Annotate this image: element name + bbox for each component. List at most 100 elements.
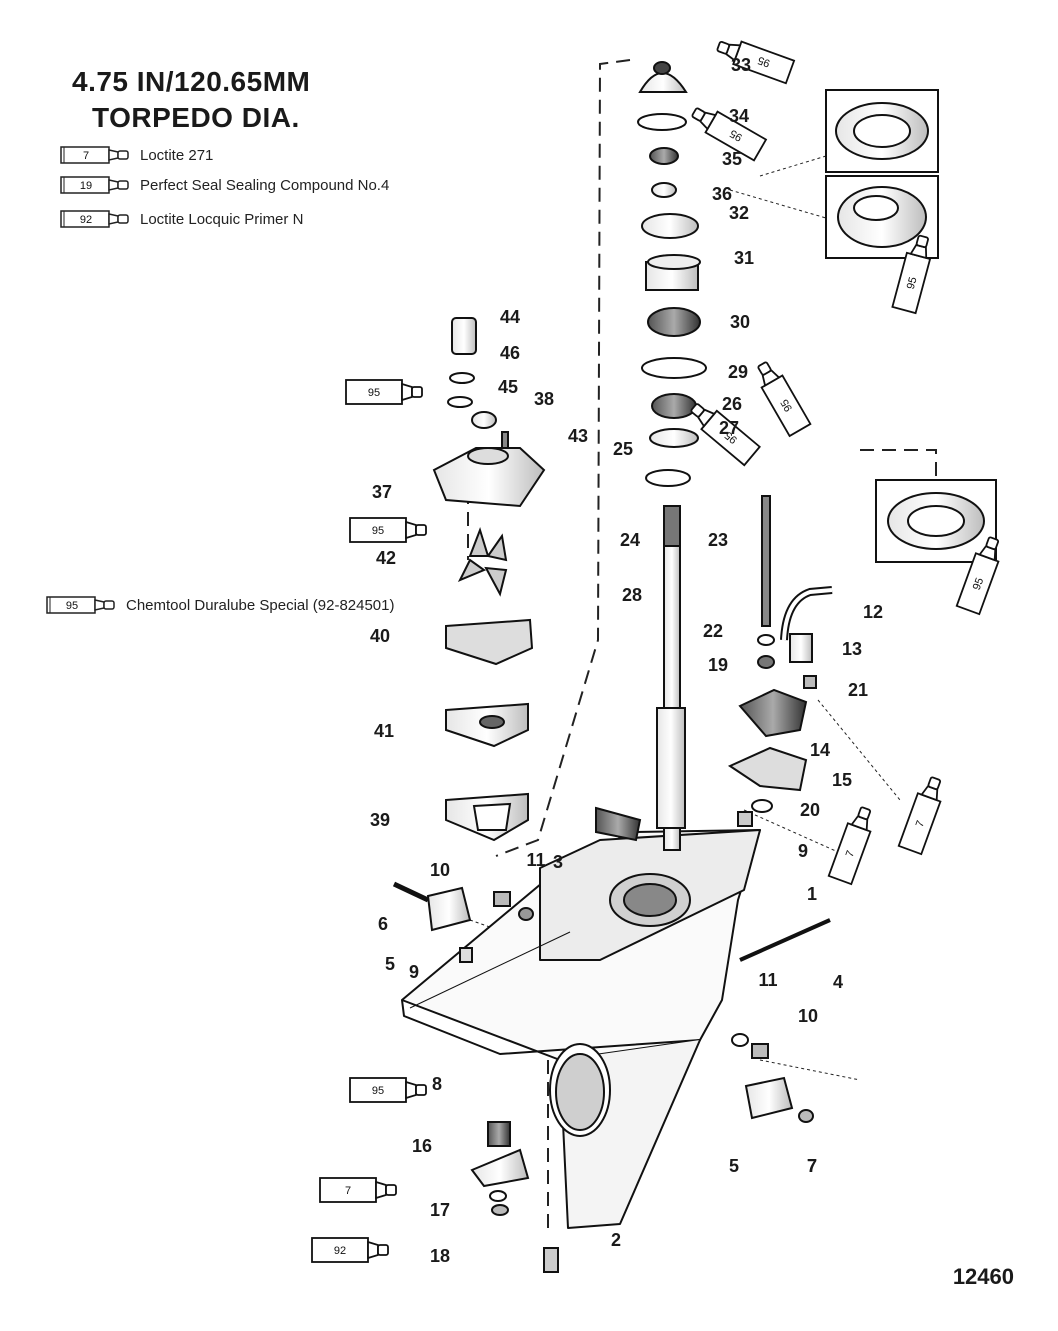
shift-components	[727, 495, 833, 827]
part-label-19: 19	[708, 655, 728, 675]
part-label-22: 22	[703, 621, 723, 641]
part-label-7: 7	[807, 1156, 817, 1176]
sealant-tube-icon: 19	[60, 176, 129, 194]
part-label-11: 11	[758, 970, 777, 990]
part-label-30: 30	[730, 312, 750, 332]
part-label-24: 24	[620, 530, 640, 550]
part-label-18: 18	[430, 1246, 450, 1266]
part-label-10: 10	[798, 1006, 818, 1026]
part-label-21: 21	[848, 680, 868, 700]
legend-tube-code: 92	[80, 214, 92, 226]
part-label-7: 7	[807, 1156, 817, 1176]
part-label-23: 23	[708, 530, 728, 550]
sealant-tube-icon: 7	[827, 806, 872, 886]
sealant-tube-icon: 95	[891, 234, 932, 315]
sealant-tube-icon: 7	[60, 146, 129, 164]
sealant-tube-icon: 95	[690, 403, 761, 467]
legend-tube-code: 95	[66, 600, 78, 612]
part-label-17: 17	[430, 1200, 450, 1220]
part-label-34: 34	[729, 106, 749, 126]
legend-text: Loctite Locquic Primer N	[140, 210, 304, 228]
sealant-tube-code: 95	[905, 276, 920, 291]
sealant-tube-icon: 95	[349, 517, 427, 543]
part-label-25: 25	[613, 439, 633, 459]
gear-housing	[401, 829, 761, 1229]
part-label-28: 28	[622, 585, 642, 605]
part-label-11: 11	[526, 850, 545, 870]
part-label-32: 32	[729, 203, 749, 223]
sealant-tube-code: 95	[971, 576, 986, 592]
part-label-29: 29	[728, 362, 748, 382]
water-pump-group	[432, 317, 546, 842]
part-label-42: 42	[376, 548, 396, 568]
part-label-27: 27	[719, 418, 739, 438]
part-label-4: 4	[833, 972, 843, 992]
part-label-9: 9	[798, 841, 808, 861]
part-label-45: 45	[498, 377, 518, 397]
part-label-26: 26	[722, 394, 742, 414]
part-label-46: 46	[500, 343, 520, 363]
legend-text: Perfect Seal Sealing Compound No.4	[140, 176, 390, 194]
sealant-tubes: 95 95 95 95 95 95 95 95 7 7 95 7 92	[311, 40, 1000, 1263]
sealant-tube-code: 7	[914, 819, 927, 829]
part-label-10: 10	[430, 860, 450, 880]
sealant-tube-icon: 92	[60, 210, 129, 228]
diagram-title-line1: 4.75 IN/120.65MM	[72, 66, 311, 97]
part-label-20: 20	[800, 800, 820, 820]
part-label-5: 5	[729, 1156, 739, 1176]
part-labels: 1234556778991010111112131415161718192021…	[370, 55, 883, 1266]
part-label-31: 31	[734, 248, 754, 268]
sealant-tube-code: 92	[334, 1245, 346, 1257]
part-label-16: 16	[412, 1136, 432, 1156]
sealant-tube-icon: 95	[349, 1077, 427, 1103]
diagram-code: 12460	[952, 1264, 1014, 1289]
legend-item-perfect-seal: 19 Perfect Seal Sealing Compound No.4	[60, 173, 389, 197]
sealant-tube-code: 95	[372, 1085, 384, 1097]
part-label-5: 5	[385, 954, 395, 974]
part-label-1: 1	[807, 884, 817, 904]
sealant-tube-code: 95	[372, 525, 384, 537]
part-label-9: 9	[409, 962, 419, 982]
small-hardware	[392, 806, 831, 1273]
sealant-tube-icon: 95	[716, 40, 796, 85]
part-label-3: 3	[553, 852, 563, 872]
inset-box-upper	[825, 89, 939, 259]
legend-text: Chemtool Duralube Special (92-824501)	[126, 596, 395, 614]
upper-bearing-stack	[637, 61, 707, 487]
sealant-tube-icon: 7	[319, 1177, 397, 1203]
part-label-40: 40	[370, 626, 390, 646]
sealant-tube-icon: 95	[757, 361, 812, 438]
part-label-6: 6	[378, 914, 388, 934]
legend-item-duralube: 95 Chemtool Duralube Special (92-824501)	[46, 593, 395, 617]
part-label-35: 35	[722, 149, 742, 169]
legend-item-locquic-primer: 92 Loctite Locquic Primer N	[60, 207, 303, 231]
legend-tube-code: 7	[83, 150, 89, 162]
part-label-41: 41	[374, 721, 394, 741]
part-label-12: 12	[863, 602, 883, 622]
legend-tube-code: 19	[80, 180, 92, 192]
part-label-39: 39	[370, 810, 390, 830]
part-label-8: 8	[432, 1074, 442, 1094]
sealant-tube-icon: 95	[955, 536, 1000, 616]
sealant-tube-icon: 7	[897, 776, 942, 856]
diagram-title-line2: TORPEDO DIA.	[92, 102, 300, 133]
part-label-44: 44	[500, 307, 520, 327]
part-label-37: 37	[372, 482, 392, 502]
sealant-tube-code: 95	[779, 397, 796, 414]
drive-shaft	[656, 505, 686, 851]
legend-text: Loctite 271	[140, 146, 214, 164]
sealant-tube-code: 95	[756, 54, 772, 69]
part-label-36: 36	[712, 184, 732, 204]
sealant-tube-code: 95	[728, 127, 745, 144]
sealant-tube-code: 7	[345, 1185, 351, 1197]
part-label-14: 14	[810, 740, 830, 760]
part-label-43: 43	[568, 426, 588, 446]
part-label-2: 2	[611, 1230, 621, 1250]
sealant-tube-icon: 92	[311, 1237, 389, 1263]
legend-item-loctite-271: 7 Loctite 271	[60, 143, 213, 167]
part-label-13: 13	[842, 639, 862, 659]
part-label-33: 33	[731, 55, 751, 75]
sealant-tube-code: 7	[844, 849, 857, 859]
sealant-tube-icon: 95	[691, 107, 768, 162]
